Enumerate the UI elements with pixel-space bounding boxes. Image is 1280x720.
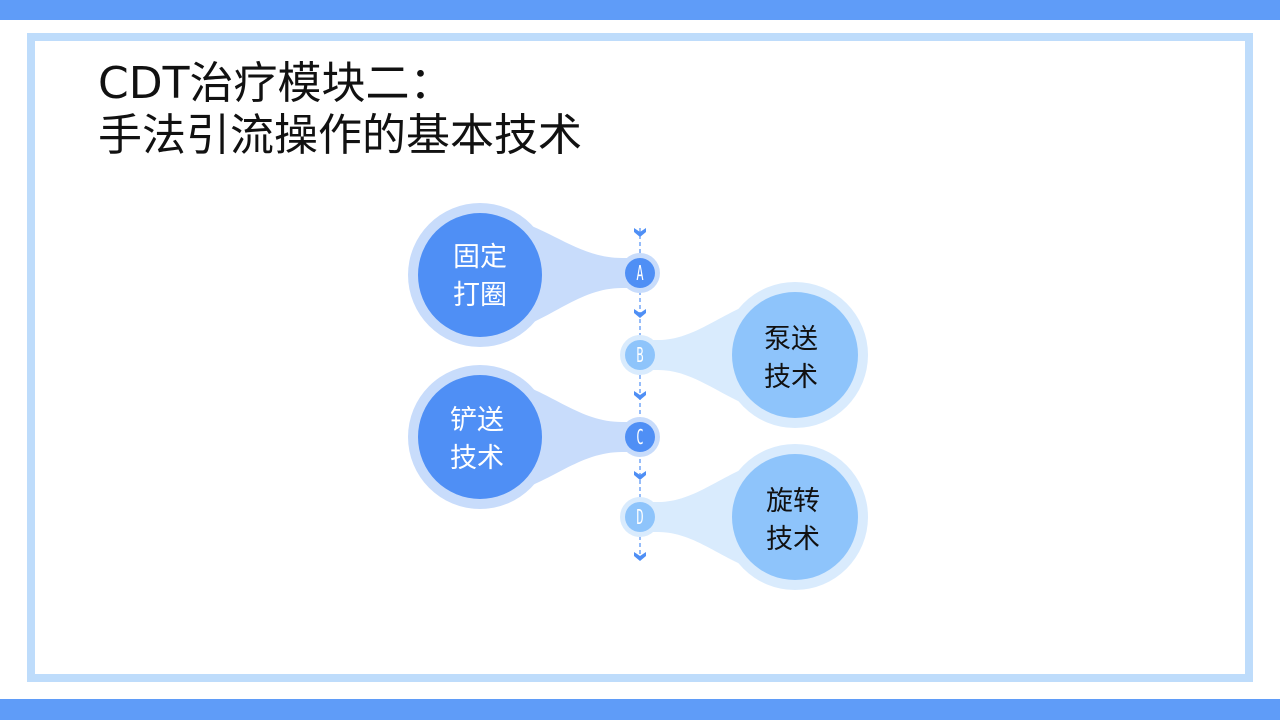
step-a-letter: A [636, 261, 644, 285]
step-d-label-line1: 旋转 [766, 486, 820, 517]
chevron-down-icon [634, 228, 646, 237]
step-b-node [625, 340, 655, 370]
step-b-label: 泵送 技术 [729, 321, 853, 397]
step-a-bubble [418, 213, 542, 337]
top-accent-band [0, 0, 1280, 20]
step-b-bubble [732, 292, 858, 418]
bottom-accent-band [0, 699, 1280, 720]
step-a-label-line2: 打圈 [453, 280, 507, 311]
step-a-label: 固定 打圈 [418, 239, 542, 315]
step-d-label-line2: 技术 [766, 524, 820, 555]
step-c-label-line2: 技术 [450, 443, 504, 474]
slide-title: CDT治疗模块二： 手法引流操作的基本技术 [98, 58, 582, 162]
step-b-label-line1: 泵送 [764, 324, 818, 355]
step-d-connector [620, 444, 868, 590]
step-c-label-line1: 铲送 [450, 405, 504, 436]
chevron-down-icon [634, 391, 646, 400]
step-d-label: 旋转 技术 [731, 483, 855, 559]
step-b-letter: B [636, 343, 644, 367]
step-d-bubble [732, 454, 858, 580]
title-line-1: CDT治疗模块二： [98, 58, 454, 109]
title-line-2: 手法引流操作的基本技术 [98, 110, 582, 161]
chevron-down-icons [634, 228, 646, 561]
step-c-letter: C [636, 425, 644, 449]
step-d-letter: D [636, 505, 644, 529]
step-a-label-line1: 固定 [453, 242, 507, 273]
chevron-down-icon [634, 309, 646, 318]
step-c-connector [408, 365, 660, 509]
step-c-node [625, 422, 655, 452]
step-b-connector [620, 282, 868, 428]
step-d-node [625, 502, 655, 532]
step-c-label: 铲送 技术 [415, 402, 539, 478]
step-a-node [625, 258, 655, 288]
step-a-connector [408, 203, 660, 347]
chevron-down-icon [634, 552, 646, 561]
step-c-bubble [418, 375, 542, 499]
step-b-label-line2: 技术 [764, 362, 818, 393]
chevron-down-icon [634, 471, 646, 480]
